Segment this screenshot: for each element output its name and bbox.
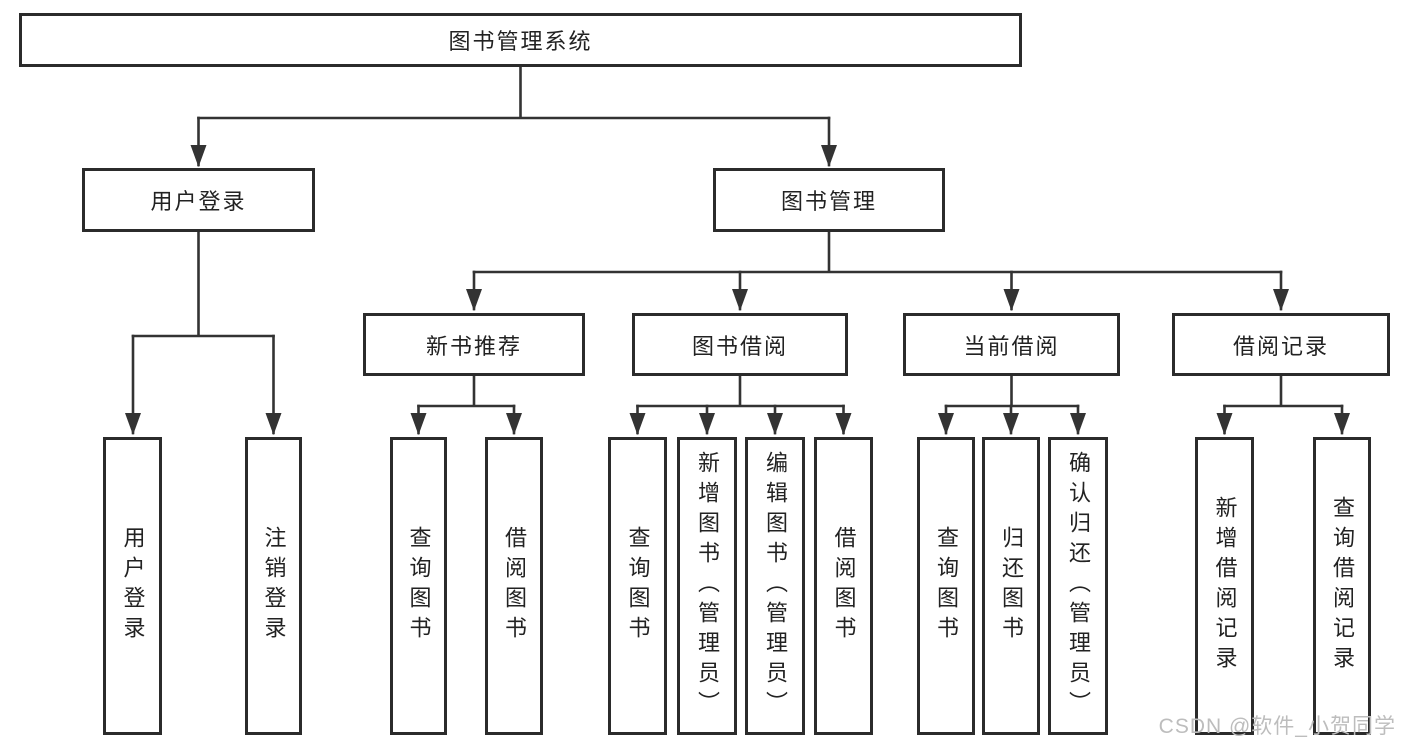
node-label: 确认归还（管理员） (1066, 451, 1091, 721)
node-label: 借阅记录 (1232, 333, 1329, 359)
leaf-user-login: 用户登录 (103, 437, 162, 735)
node-label: 图书管理 (780, 189, 877, 214)
node-label: 用户登录 (120, 526, 146, 646)
node-label: 图书借阅 (691, 333, 788, 359)
node-book-management: 图书管理 (713, 168, 945, 232)
leaf-query-borrow-record: 查询借阅记录 (1313, 437, 1371, 735)
leaf-current-query-books: 查询图书 (917, 437, 975, 735)
node-label: 查询借阅记录 (1330, 496, 1355, 676)
leaf-add-book-admin: 新增图书（管理员） (677, 437, 737, 735)
node-borrowing-records: 借阅记录 (1172, 313, 1390, 376)
leaf-recommend-query-books: 查询图书 (390, 437, 447, 735)
leaf-borrowing-query-books: 查询图书 (608, 437, 667, 735)
node-label: 当前借阅 (963, 333, 1060, 359)
leaf-confirm-return-admin: 确认归还（管理员） (1048, 437, 1108, 735)
connector-lines (125, 65, 1350, 435)
leaf-return-books: 归还图书 (982, 437, 1040, 735)
node-user-login: 用户登录 (82, 168, 315, 232)
node-label: 用户登录 (150, 189, 247, 214)
leaf-logout: 注销登录 (245, 437, 302, 735)
node-label: 新增图书（管理员） (695, 451, 720, 721)
node-library-system: 图书管理系统 (19, 13, 1022, 67)
leaf-recommend-borrow-books: 借阅图书 (485, 437, 543, 735)
node-label: 借阅图书 (502, 526, 527, 646)
node-label: 查询图书 (406, 526, 432, 646)
csdn-watermark: CSDN @软件_小贺同学 (1158, 715, 1396, 738)
node-label: 查询图书 (934, 526, 959, 646)
leaf-borrowing-borrow-books: 借阅图书 (814, 437, 873, 735)
leaf-add-borrow-record: 新增借阅记录 (1195, 437, 1254, 735)
node-label: 查询图书 (625, 526, 651, 646)
node-label: 借阅图书 (831, 526, 857, 646)
node-label: 新增借阅记录 (1212, 496, 1238, 676)
leaf-edit-book-admin: 编辑图书（管理员） (745, 437, 805, 735)
node-label: 注销登录 (261, 526, 287, 646)
node-label: 图书管理系统 (448, 29, 593, 54)
node-label: 归还图书 (999, 526, 1024, 646)
node-new-book-recommendation: 新书推荐 (363, 313, 585, 376)
node-book-borrowing: 图书借阅 (632, 313, 848, 376)
node-label: 新书推荐 (425, 333, 522, 359)
node-current-borrowing: 当前借阅 (903, 313, 1120, 376)
node-label: 编辑图书（管理员） (763, 451, 788, 721)
